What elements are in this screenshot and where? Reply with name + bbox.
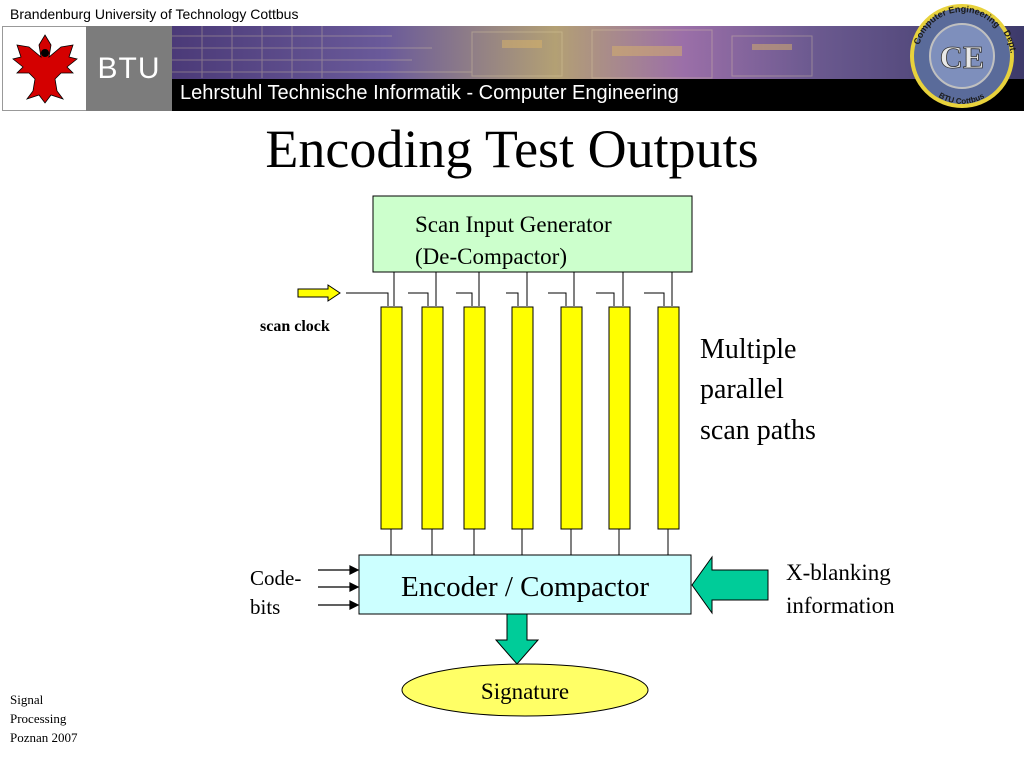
footer-line1: Signal [10,692,44,707]
chair-title: Lehrstuhl Technische Informatik - Comput… [180,82,679,104]
btu-logo: BTU [86,26,172,111]
generator-label-line1: Scan Input Generator [415,212,612,237]
signature-label: Signature [481,679,569,704]
ce-department-seal: CE Computer Engineering Dept. BTU Cottbu… [910,4,1019,108]
signature-ellipse [401,663,649,717]
signature-arrow [494,613,540,665]
x-blanking-label-line1: X-blanking [786,560,891,585]
code-bits-label-line2: bits [250,595,280,619]
scan-path-1 [380,306,403,530]
footer-note: Signal Processing Poznan 2007 [10,690,78,747]
scan-clock-label: scan clock [260,318,330,335]
slide-title: Encoding Test Outputs [265,119,759,179]
multiple-paths-label-line1: Multiple [700,334,796,365]
scan-path-4 [511,306,534,530]
scan-input-generator-box [372,195,693,273]
encoder-compactor-label: Encoder / Compactor [401,571,649,603]
generator-label-line2: (De-Compactor) [415,244,567,269]
multiple-paths-label-line3: scan paths [700,415,816,446]
scan-path-output-lines [390,529,669,555]
scan-path-3 [463,306,486,530]
footer-line3: Poznan 2007 [10,730,78,745]
x-blanking-label-line2: information [786,593,895,618]
scan-path-6 [608,306,631,530]
scan-clock-arrow [297,284,341,302]
university-name: Brandenburg University of Technology Cot… [10,6,299,22]
footer-line2: Processing [10,711,67,726]
multiple-paths-label-line2: parallel [700,374,784,405]
generator-output-lines [393,272,673,306]
header-title-strip [172,79,1024,111]
scan-clock-lines [346,292,665,306]
seal-ce-text: CE [940,39,984,75]
scan-path-2 [421,306,444,530]
encoder-compactor-box [358,554,692,615]
scan-path-7 [657,306,680,530]
x-blanking-arrow [691,555,769,615]
code-bits-arrows [318,565,360,610]
code-bits-label-line1: Code- [250,566,301,590]
scan-path-5 [560,306,583,530]
